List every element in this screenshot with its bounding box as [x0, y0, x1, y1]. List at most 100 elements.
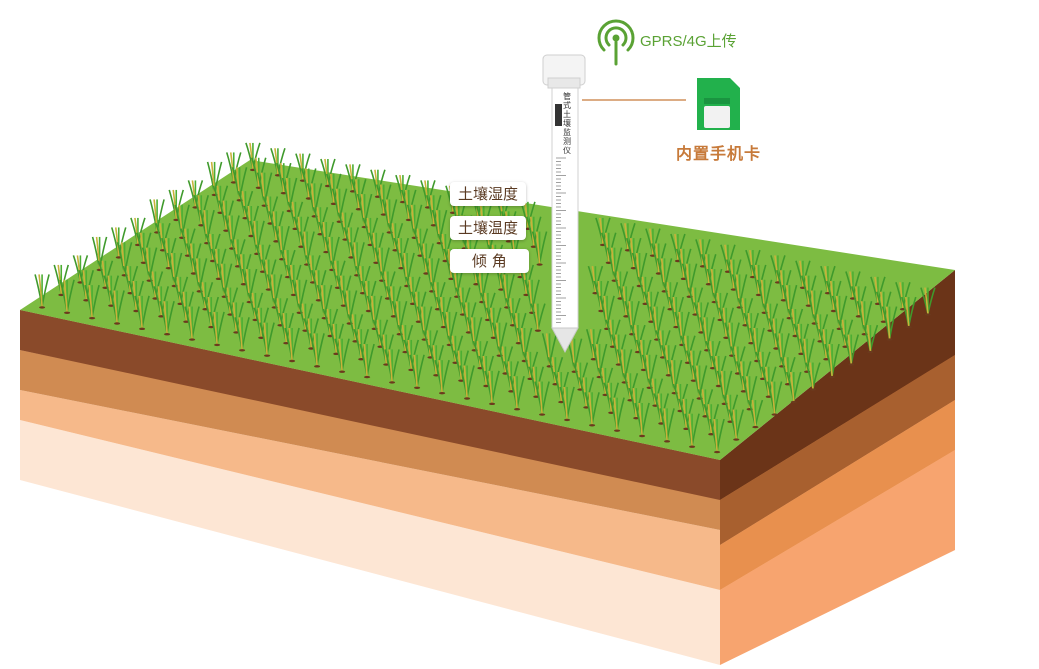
rice-plant [618, 286, 635, 318]
rice-plant [480, 292, 496, 322]
rice-plant [547, 356, 564, 386]
rice-plant [184, 306, 200, 341]
rice-plant [259, 322, 275, 357]
rice-plant [103, 275, 120, 307]
rice-plant [800, 275, 817, 307]
rice-plant [578, 377, 595, 409]
rice-plant [609, 397, 625, 432]
rice-plant [185, 243, 202, 275]
rice-plant [385, 286, 402, 318]
rice-plant [709, 418, 725, 454]
soil-moisture-label: 土壤湿度 [450, 182, 527, 206]
rice-plant [528, 366, 545, 398]
signal-antenna-icon [597, 19, 635, 66]
rice-plant [209, 311, 225, 347]
rice-plant [650, 243, 667, 275]
rice-plant [360, 280, 377, 313]
rice-plant [593, 280, 610, 313]
rice-plant [353, 328, 370, 361]
rice-plant [318, 221, 335, 254]
builtin-sim-label: 内置手机卡 [676, 144, 762, 163]
rice-plant [193, 195, 210, 227]
rice-plant [430, 281, 446, 311]
rice-plant [875, 291, 892, 323]
soil-block [20, 160, 955, 665]
rice-plant [260, 259, 277, 291]
rice-plant [600, 232, 617, 264]
rice-plant [328, 323, 345, 356]
rice-plant [510, 312, 527, 345]
rice-plant [920, 287, 936, 316]
rice-plant [410, 291, 427, 323]
rice-plant [409, 354, 425, 389]
rice-plant [522, 351, 539, 381]
rice-plant [255, 244, 271, 273]
rice-plant [284, 327, 300, 363]
rice-plant [509, 376, 525, 411]
tilt-label: 倾 角 [450, 249, 529, 273]
gprs-upload-label: GPRS/4G上传 [640, 33, 737, 50]
rice-plant [634, 402, 650, 438]
soil-temperature-label: 土壤温度 [450, 216, 527, 240]
rice-plant [228, 302, 245, 334]
rice-plant [824, 343, 840, 379]
rice-plant [59, 279, 75, 314]
rice-plant [435, 296, 452, 329]
rice-plant [737, 298, 754, 327]
rice-plant [355, 265, 371, 295]
rice-plant [425, 195, 442, 227]
rice-plant [747, 399, 764, 429]
rice-plant [300, 168, 317, 200]
rice-plant [343, 227, 360, 259]
rice-plant [768, 318, 785, 350]
soil-right-face-2 [720, 355, 955, 545]
rice-plant [610, 334, 627, 366]
rice-plant [478, 355, 495, 388]
rice-plant [750, 264, 767, 297]
soil-right-face-4 [720, 450, 955, 665]
rice-plant [168, 189, 185, 222]
rice-plant [243, 205, 260, 238]
rice-plant [178, 291, 195, 323]
rice-plant [310, 270, 327, 302]
rice-plant [635, 339, 652, 372]
rice-plant [850, 286, 867, 318]
rice-plant [862, 324, 879, 354]
rice-plant [793, 323, 810, 356]
rice-plant [881, 306, 898, 341]
rice-plant [559, 386, 575, 422]
rice-plant [705, 340, 721, 370]
rice-plant [585, 328, 602, 361]
rice-plant [525, 216, 542, 248]
rice-plant [225, 152, 242, 184]
rice-plant [134, 295, 150, 331]
rice-plant [160, 237, 177, 270]
rice-plant [805, 362, 821, 391]
rice-plant [34, 274, 50, 309]
rice-plant [285, 264, 302, 297]
probe-brand-tag [555, 104, 562, 126]
rice-plant [685, 350, 702, 382]
rice-plant [843, 334, 860, 366]
rice-plant [628, 387, 645, 420]
rice-plant [710, 355, 727, 388]
rice-plant [359, 343, 375, 379]
rice-plant [235, 253, 252, 286]
rice-plant [825, 280, 842, 313]
rice-plant [459, 365, 475, 400]
rice-plant [400, 189, 417, 222]
rice-plant [787, 308, 804, 338]
rice-plant [718, 307, 735, 339]
rice-plant [659, 408, 675, 443]
rice-plant [703, 403, 720, 436]
probe-body [551, 87, 579, 329]
rice-plant [453, 350, 470, 382]
soil-right-face [720, 270, 955, 500]
rice-plant [895, 281, 911, 311]
rice-plant [760, 366, 777, 398]
rice-plant [428, 345, 445, 377]
rice-plant [455, 287, 471, 316]
rice-plant [728, 409, 745, 441]
rice-plant [484, 370, 500, 406]
